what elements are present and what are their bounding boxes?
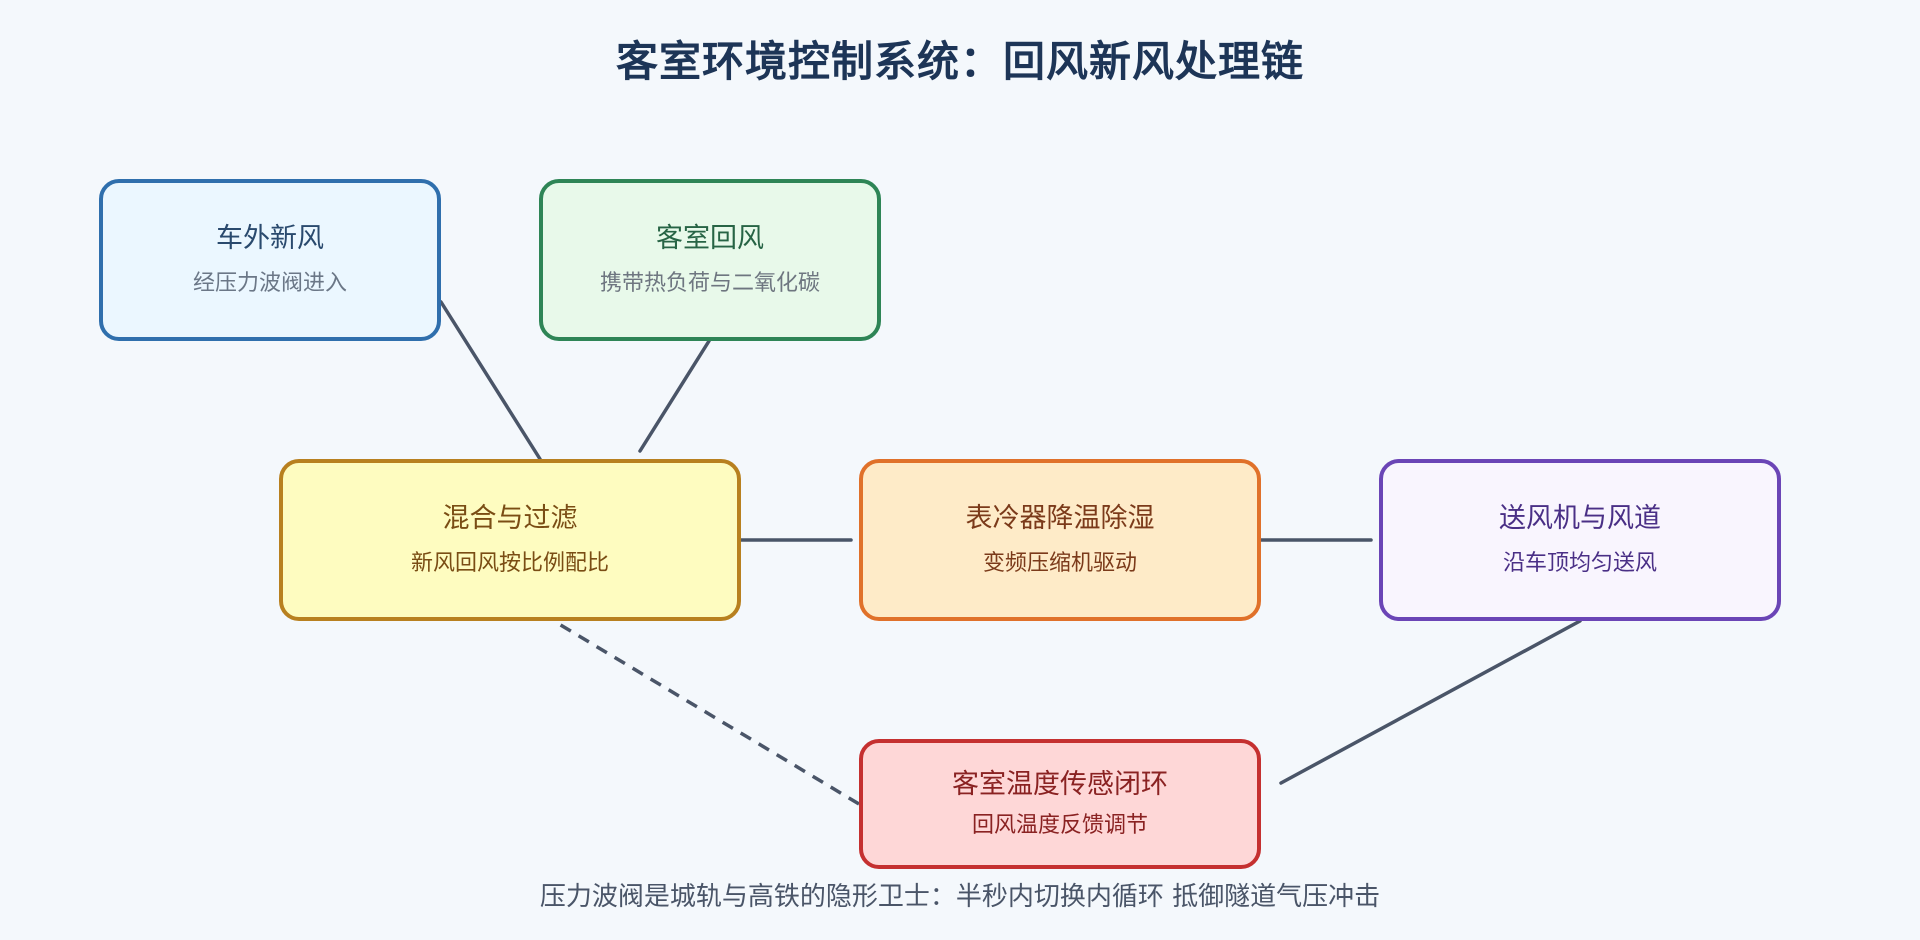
node-supply-fan-label: 送风机与风道 [1499,502,1661,534]
edge-sensor-to-mix-feedback [558,622,860,806]
node-fresh-air: 车外新风 经压力波阀进入 [99,179,441,341]
node-return-air: 客室回风 携带热负荷与二氧化碳 [539,179,881,341]
node-cooling-coil-sub: 变频压缩机驱动 [982,551,1137,576]
node-mix-filter-sub: 新风回风按比例配比 [410,551,609,576]
node-supply-fan-sub: 沿车顶均匀送风 [1502,551,1657,576]
node-supply-fan: 送风机与风道 沿车顶均匀送风 [1379,459,1781,621]
node-return-air-label: 客室回风 [656,222,764,254]
node-fresh-air-sub: 经压力波阀进入 [192,271,347,296]
edge-fresh-to-mix [439,300,542,461]
node-cooling-coil: 表冷器降温除湿 变频压缩机驱动 [859,459,1261,621]
node-temperature-sensor-sub: 回风温度反馈调节 [971,813,1148,838]
node-return-air-sub: 携带热负荷与二氧化碳 [599,271,820,296]
diagram-footnote: 压力波阀是城轨与高铁的隐形卫士：半秒内切换内循环 抵御隧道气压冲击 [539,882,1381,912]
node-temperature-sensor: 客室温度传感闭环 回风温度反馈调节 [859,739,1261,869]
node-mix-filter: 混合与过滤 新风回风按比例配比 [279,459,741,621]
edge-fan-to-sensor [1279,619,1582,785]
edge-return-to-mix [638,339,711,453]
node-mix-filter-label: 混合与过滤 [442,502,578,534]
node-temperature-sensor-label: 客室温度传感闭环 [952,768,1168,800]
node-fresh-air-label: 车外新风 [216,222,324,254]
diagram-title: 客室环境控制系统：回风新风处理链 [615,37,1304,86]
node-cooling-coil-label: 表冷器降温除湿 [965,502,1155,534]
